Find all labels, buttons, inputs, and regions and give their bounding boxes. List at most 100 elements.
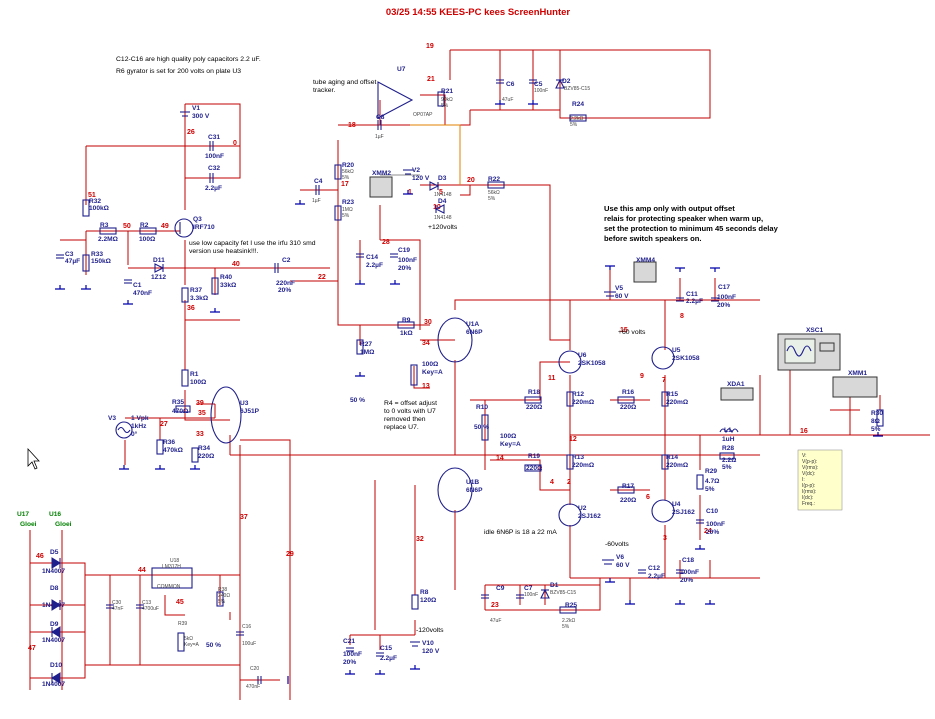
svg-text:6N6P: 6N6P — [466, 487, 483, 494]
svg-text:220mΩ: 220mΩ — [666, 462, 689, 469]
svg-text:5%: 5% — [342, 175, 350, 181]
svg-text:2.2kΩ: 2.2kΩ — [570, 116, 583, 122]
svg-text:R39: R39 — [178, 621, 187, 627]
svg-text:R23: R23 — [342, 199, 354, 206]
svg-text:Key=A: Key=A — [422, 369, 443, 376]
svg-text:-120volts: -120volts — [416, 627, 444, 634]
svg-text:47µF: 47µF — [65, 258, 80, 265]
svg-text:120 V: 120 V — [422, 648, 440, 655]
svg-text:R38: R38 — [218, 587, 227, 593]
svg-text:V2: V2 — [412, 167, 420, 174]
svg-text:D8: D8 — [50, 585, 59, 592]
svg-text:20%: 20% — [343, 659, 356, 666]
svg-text:1 Vpk: 1 Vpk — [131, 415, 149, 422]
svg-text:8Ω: 8Ω — [871, 418, 881, 425]
svg-text:1MΩ: 1MΩ — [342, 207, 353, 213]
svg-text:47: 47 — [28, 645, 36, 652]
svg-text:U18: U18 — [170, 558, 179, 564]
svg-text:5%: 5% — [342, 213, 350, 219]
svg-text:470kΩ: 470kΩ — [163, 447, 184, 454]
svg-text:R22: R22 — [488, 176, 500, 183]
svg-text:2SJ162: 2SJ162 — [672, 509, 695, 516]
svg-text:R18: R18 — [528, 389, 540, 396]
note-fet-2: version use heatsink!!!. — [189, 248, 259, 255]
svg-text:C20: C20 — [250, 666, 259, 672]
svg-text:1µF: 1µF — [312, 198, 321, 204]
note-fet-1: use low capacity fet I use the irfu 310 … — [189, 240, 316, 247]
svg-text:U3: U3 — [240, 400, 249, 407]
supply-labels: +120volts +60 volts -60volts -120volts — [416, 224, 646, 634]
svg-text:3.3kΩ: 3.3kΩ — [190, 295, 209, 302]
svg-text:20%: 20% — [398, 265, 411, 272]
svg-text:1Z12: 1Z12 — [151, 274, 166, 281]
svg-text:U2: U2 — [578, 505, 587, 512]
svg-text:470nF: 470nF — [133, 290, 152, 297]
svg-text:220Ω: 220Ω — [198, 453, 215, 460]
svg-text:D4: D4 — [438, 198, 447, 205]
svg-text:C4: C4 — [314, 178, 323, 185]
svg-text:100Ω: 100Ω — [500, 433, 517, 440]
svg-text:V(rms):: V(rms): — [802, 465, 818, 471]
svg-text:47nF: 47nF — [112, 606, 123, 612]
svg-text:0: 0 — [233, 140, 237, 147]
svg-text:6J51P: 6J51P — [240, 408, 260, 415]
svg-text:LM317H: LM317H — [162, 564, 181, 570]
svg-text:24: 24 — [704, 528, 712, 535]
svg-text:C21: C21 — [343, 638, 355, 645]
svg-text:13: 13 — [422, 383, 430, 390]
svg-text:4.7Ω: 4.7Ω — [705, 478, 720, 485]
svg-text:50 %: 50 % — [206, 642, 221, 649]
svg-text:V3: V3 — [108, 415, 116, 422]
svg-text:47uF: 47uF — [490, 618, 501, 624]
svg-text:R12: R12 — [572, 391, 584, 398]
svg-text:3: 3 — [663, 535, 667, 542]
svg-text:2.2µF: 2.2µF — [380, 655, 397, 662]
note-tracker-1: tube aging and offset — [313, 79, 376, 86]
svg-text:35: 35 — [198, 410, 206, 417]
svg-text:220mΩ: 220mΩ — [666, 399, 689, 406]
svg-text:2: 2 — [567, 479, 571, 486]
svg-text:2.2µF: 2.2µF — [686, 298, 703, 305]
svg-text:V:: V: — [802, 453, 807, 459]
svg-text:50 %: 50 % — [474, 424, 489, 431]
svg-text:220Ω: 220Ω — [526, 404, 543, 411]
svg-text:R27: R27 — [360, 341, 372, 348]
svg-text:14: 14 — [496, 455, 504, 462]
svg-text:45: 45 — [176, 599, 184, 606]
svg-text:9: 9 — [640, 373, 644, 380]
svg-text:IRF710: IRF710 — [193, 224, 215, 231]
svg-text:C2: C2 — [282, 257, 291, 264]
svg-text:COMMON: COMMON — [157, 584, 181, 590]
svg-text:R13: R13 — [572, 454, 584, 461]
svg-text:V5: V5 — [615, 285, 623, 292]
svg-text:C9: C9 — [496, 585, 505, 592]
svg-text:U7: U7 — [397, 66, 406, 73]
svg-text:46: 46 — [36, 553, 44, 560]
svg-text:150kΩ: 150kΩ — [91, 258, 112, 265]
svg-text:5%: 5% — [218, 599, 226, 605]
svg-text:10: 10 — [433, 204, 441, 211]
svg-text:5%: 5% — [562, 624, 570, 630]
svg-text:23: 23 — [491, 602, 499, 609]
svg-text:2SK1058: 2SK1058 — [672, 355, 700, 362]
svg-text:2.2µF: 2.2µF — [648, 573, 665, 580]
svg-text:Freq.:: Freq.: — [802, 501, 815, 507]
svg-text:20: 20 — [467, 177, 475, 184]
svg-text:R19: R19 — [528, 453, 540, 460]
V1-val: 300 V — [192, 113, 210, 120]
svg-text:4: 4 — [550, 479, 554, 486]
svg-text:R2: R2 — [140, 222, 149, 229]
svg-text:D5: D5 — [50, 549, 59, 556]
svg-text:R21: R21 — [441, 88, 453, 95]
svg-text:100Ω: 100Ω — [139, 236, 156, 243]
svg-text:1N4007: 1N4007 — [42, 681, 65, 688]
svg-text:21: 21 — [427, 76, 435, 83]
svg-text:R34: R34 — [198, 445, 210, 452]
svg-text:C5: C5 — [534, 81, 543, 88]
svg-text:0°: 0° — [131, 430, 138, 438]
svg-text:R25: R25 — [565, 602, 577, 609]
svg-text:240Ω: 240Ω — [218, 593, 230, 599]
svg-text:2.2MΩ: 2.2MΩ — [98, 236, 119, 243]
svg-text:I(p-p):: I(p-p): — [802, 483, 815, 489]
